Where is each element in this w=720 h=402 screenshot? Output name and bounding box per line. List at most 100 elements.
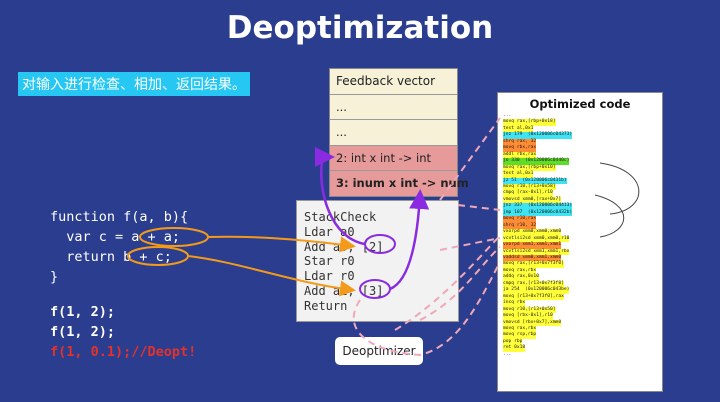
- highlight-b-plus-c: [127, 246, 189, 266]
- asm-line: movq rax,rbx: [503, 267, 537, 275]
- asm-line: movq rbx,rax: [503, 145, 537, 152]
- asm-line: vcvtlsi2sd xmm0,xmm0,r10: [503, 235, 570, 243]
- asm-line: jz 51 (0x120006c0431b): [503, 177, 567, 184]
- code-line: var c = a + a;: [50, 229, 181, 245]
- asm-line: movq r10,[r13+0x58]: [503, 183, 556, 191]
- asm-line: movq rsp,rbp: [503, 332, 537, 339]
- asm-row: movq r10,[r13+0x58]: [503, 183, 662, 191]
- asm-row: jz 51 (0x120006c0431b): [503, 177, 662, 184]
- asm-row: jnz 337 (0x120006c04413): [503, 203, 662, 210]
- asm-line: jmp 107 (0x120006c0432b): [503, 209, 573, 217]
- asm-line: movq [r13+0x7f3f0],rax: [503, 293, 564, 301]
- asm-line: addl rbx,rax: [503, 151, 537, 159]
- call-line: f(1, 2);: [50, 304, 116, 320]
- asm-row: test al,0x1: [503, 171, 662, 178]
- call-line-deopt: f(1, 0.1);//Deopt!: [50, 344, 197, 360]
- asm-line: test al,0x1: [503, 171, 534, 178]
- asm-line: ja 254 (0x120006c043be): [503, 287, 570, 294]
- asm-row: pop rbp: [503, 338, 662, 346]
- code-line: function f(a, b){: [50, 209, 189, 225]
- feedback-slot: ...: [330, 120, 457, 146]
- highlight-slot-2: [364, 234, 396, 254]
- asm-line: cmpq [rax-0x1],r10: [503, 190, 553, 197]
- feedback-slot-3: 3: inum x int -> num: [330, 171, 469, 196]
- asm-line: ret 0x18: [503, 345, 526, 352]
- feedback-slot: ...: [330, 95, 457, 121]
- asm-line: movq [rbx-0x1],r10: [503, 313, 553, 320]
- asm-row: vxorpd xmm0,xmm0,xmm0: [503, 229, 662, 236]
- arrow-to-add-a1: [187, 255, 356, 297]
- asm-line: test al,0x1: [503, 125, 534, 133]
- asm-line: pop rbp: [503, 338, 523, 346]
- asm-row: vmovsd xmm0,[rax+0x7]: [503, 196, 662, 204]
- asm-row: movq rax,rbx: [503, 325, 662, 333]
- jump-arrow: [594, 194, 625, 238]
- dashed-link: [439, 237, 501, 251]
- asm-row: ret 0x18: [503, 345, 662, 352]
- asm-row: addl rbx,rax: [503, 151, 662, 159]
- asm-row: movq r10,[r13+0x50]: [503, 306, 662, 314]
- dashed-link: [457, 204, 501, 211]
- asm-line: movq rax,[rbp+0x18]: [503, 119, 556, 126]
- asm-row: shrq rax, 32: [503, 138, 662, 146]
- asm-row: vxorpd xmm1,xmm1,xmm1: [503, 242, 662, 249]
- slide-subtitle: 对输入进行检查、相加、返回结果。: [18, 72, 250, 96]
- arrow-to-feedback-slot-2: [314, 147, 366, 246]
- asm-line: movq rax,[rbp+0x10]: [503, 164, 556, 172]
- asm-line: ...: [503, 351, 512, 357]
- asm-row: jnz 179 (0x120006c04373): [503, 132, 662, 139]
- dashed-link: [352, 261, 501, 357]
- asm-row: movq rax,[r13+0x7f3f0]: [503, 261, 662, 268]
- asm-line: vmovsd xmm0,[rax+0x7]: [503, 196, 562, 204]
- asm-line: movq r10,[r13+0x50]: [503, 306, 556, 314]
- asm-line: movq rax,rbx: [503, 325, 537, 333]
- asm-row: vaddsd xmm0,xmm1,xmm0: [503, 254, 662, 262]
- code-line: }: [50, 269, 59, 285]
- asm-row: shrq r10, 32: [503, 222, 662, 230]
- feedback-vector-header: Feedback vector: [330, 69, 457, 95]
- code-line: return b + c;: [50, 249, 172, 265]
- asm-row: test al,0x1: [503, 125, 662, 133]
- jump-arrow: [599, 162, 640, 215]
- asm-line: cmpq rax,[r13+0x7f3f8]: [503, 280, 564, 288]
- asm-line: movq r10,rax: [503, 216, 537, 223]
- asm-row: movq [rbx-0x1],r10: [503, 313, 662, 320]
- asm-line: vmovsd [rbx+0x7],xmm0: [503, 319, 562, 326]
- highlight-a-plus-a: [139, 227, 209, 247]
- asm-line: shrq rax, 32: [503, 138, 537, 146]
- asm-row: movq rax,[rbp+0x18]: [503, 119, 662, 126]
- asm-line: shrq r10, 32: [503, 222, 537, 230]
- asm-line: jnz 179 (0x120006c04373): [503, 132, 573, 139]
- highlight-slot-3: [359, 279, 391, 299]
- asm-row: ...: [503, 352, 662, 358]
- asm-row: ...: [503, 113, 662, 119]
- dashed-link: [394, 235, 501, 331]
- dashed-link: [419, 246, 501, 321]
- arrow-to-add-a0: [207, 235, 356, 253]
- asm-line: movq rax,[r13+0x7f3f0]: [503, 261, 564, 268]
- asm-row: movq rsp,rbp: [503, 332, 662, 339]
- asm-line: vcvtlsi2sd xmm1,xmm1,rbx: [503, 248, 570, 255]
- deoptimizer-box: Deoptimizer: [335, 337, 423, 365]
- asm-row: vcvtlsi2sd xmm1,xmm1,rbx: [503, 248, 662, 255]
- asm-line: incq rbx: [503, 300, 526, 307]
- call-sites: f(1, 2);f(1, 2);f(1, 0.1);//Deopt!: [50, 302, 196, 362]
- asm-row: ja 254 (0x120006c043be): [503, 287, 662, 294]
- asm-line: jo 330 (0x120006c0440c): [503, 158, 570, 165]
- asm-row: movq rax,[rbp+0x10]: [503, 164, 662, 172]
- feedback-vector: Feedback vector ... ... 2: int x int -> …: [329, 68, 469, 197]
- asm-row: vcvtlsi2sd xmm0,xmm0,r10: [503, 235, 662, 243]
- optimized-code-title: Optimized code: [529, 97, 631, 111]
- feedback-slot-2: 2: int x int -> int: [330, 145, 457, 172]
- asm-row: incq rbx: [503, 300, 662, 307]
- asm-row: movq rax,rbx: [503, 267, 662, 275]
- asm-row: cmpq [rax-0x1],r10: [503, 190, 662, 197]
- slide-title: Deoptimization: [226, 10, 494, 46]
- asm-line: vaddsd xmm0,xmm1,xmm0: [503, 254, 562, 262]
- asm-row: movq rbx,rax: [503, 145, 662, 152]
- asm-row: jmp 107 (0x120006c0432b): [503, 209, 662, 217]
- asm-line: addq rax,0x10: [503, 274, 539, 281]
- arrow-to-feedback-slot-3: [389, 189, 430, 291]
